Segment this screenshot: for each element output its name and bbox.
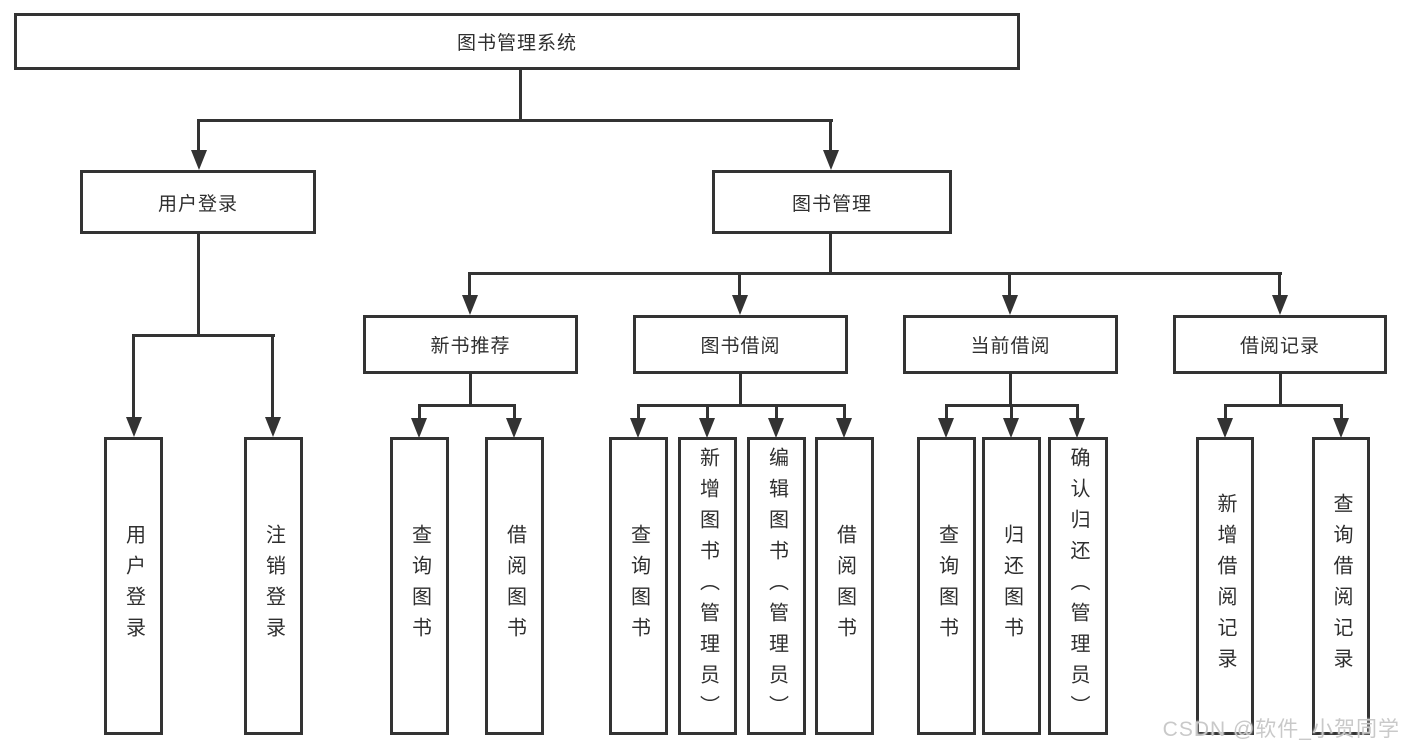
leaf-edit-book-admin: 编辑图书（管理员） <box>747 437 806 735</box>
leaf-query-book-borrow: 查询图书 <box>609 437 668 735</box>
connector-level1-branch <box>197 119 833 122</box>
node-current-borrow-label: 当前借阅 <box>970 336 1051 357</box>
connector-leaf <box>1010 404 1013 420</box>
connector-current-stem <box>1009 374 1012 407</box>
connector-record-branch <box>1224 404 1343 407</box>
leaf-borrow-book: 借阅图书 <box>815 437 874 735</box>
leaf-logout: 注销登录 <box>244 437 303 735</box>
leaf-add-borrow-record: 新增借阅记录 <box>1196 437 1254 735</box>
arrowhead-book-mgmt <box>823 150 839 170</box>
leaf-query-borrow-record-label: 查询借阅记录 <box>1330 493 1352 679</box>
connector-new-rec-stem <box>469 374 472 407</box>
arrowhead-leaf <box>1069 418 1085 438</box>
connector-record-stem <box>1279 374 1282 407</box>
node-new-book-recommend: 新书推荐 <box>363 315 578 374</box>
connector-leaf <box>706 404 709 420</box>
leaf-logout-label: 注销登录 <box>262 524 285 648</box>
leaf-borrow-book-recommend: 借阅图书 <box>485 437 544 735</box>
arrowhead-leaf-login <box>126 417 142 437</box>
arrowhead-leaf <box>411 418 427 438</box>
leaf-edit-book-admin-label: 编辑图书（管理员） <box>765 446 788 726</box>
arrowhead-leaf <box>836 418 852 438</box>
node-book-borrow-label: 图书借阅 <box>700 336 781 357</box>
arrowhead-leaf-logout <box>265 417 281 437</box>
leaf-return-book-label: 归还图书 <box>1000 524 1023 648</box>
connector-leaf <box>637 404 640 420</box>
arrowhead-leaf <box>938 418 954 438</box>
arrowhead-leaf <box>699 418 715 438</box>
connector-to-leaf-logout <box>271 334 274 418</box>
arrowhead-record <box>1272 295 1288 315</box>
leaf-add-borrow-record-label: 新增借阅记录 <box>1214 493 1236 679</box>
leaf-query-book-borrow-label: 查询图书 <box>627 524 650 648</box>
leaf-query-book-recommend-label: 查询图书 <box>408 524 431 648</box>
connector-level2-branch <box>468 272 1282 275</box>
connector-leaf <box>843 404 846 420</box>
arrowhead-leaf <box>630 418 646 438</box>
connector-to-book-mgmt <box>829 119 832 152</box>
leaf-query-book-current: 查询图书 <box>917 437 976 735</box>
connector-leaf <box>1076 404 1079 420</box>
leaf-return-book: 归还图书 <box>982 437 1041 735</box>
node-book-management: 图书管理 <box>712 170 952 234</box>
node-book-borrow: 图书借阅 <box>633 315 848 374</box>
node-library-system: 图书管理系统 <box>14 13 1020 70</box>
connector-to-leaf-login <box>132 334 135 418</box>
leaf-query-book-recommend: 查询图书 <box>390 437 449 735</box>
leaf-query-borrow-record: 查询借阅记录 <box>1312 437 1370 735</box>
leaf-query-book-current-label: 查询图书 <box>935 524 958 648</box>
node-borrow-record-label: 借阅记录 <box>1239 336 1320 357</box>
leaf-user-login: 用户登录 <box>104 437 163 735</box>
connector-user-login-stem <box>197 233 200 337</box>
connector-new-rec-branch <box>418 404 516 407</box>
connector-to-current <box>1008 272 1011 296</box>
arrowhead-leaf <box>1217 418 1233 438</box>
node-new-book-recommend-label: 新书推荐 <box>430 336 511 357</box>
node-user-login-label: 用户登录 <box>157 193 238 215</box>
connector-leaf <box>418 404 421 420</box>
leaf-borrow-book-recommend-label: 借阅图书 <box>503 524 526 648</box>
leaf-confirm-return-admin: 确认归还（管理员） <box>1048 437 1108 735</box>
connector-leaf <box>1224 404 1227 420</box>
connector-user-login-branch <box>132 334 275 337</box>
connector-borrow-stem <box>739 374 742 407</box>
connector-to-borrow <box>738 272 741 296</box>
connector-to-record <box>1278 272 1281 296</box>
arrowhead-leaf <box>1003 418 1019 438</box>
connector-leaf <box>513 404 516 420</box>
arrowhead-new-rec <box>462 295 478 315</box>
leaf-add-book-admin: 新增图书（管理员） <box>678 437 737 735</box>
connector-leaf <box>775 404 778 420</box>
connector-leaf <box>945 404 948 420</box>
node-borrow-record: 借阅记录 <box>1173 315 1387 374</box>
arrowhead-current <box>1002 295 1018 315</box>
connector-root-stem <box>519 70 522 122</box>
node-book-management-label: 图书管理 <box>791 193 872 215</box>
connector-borrow-branch <box>637 404 846 407</box>
csdn-watermark: CSDN @软件_小贺同学 <box>1162 718 1400 741</box>
connector-to-new-rec <box>468 272 471 296</box>
leaf-add-book-admin-label: 新增图书（管理员） <box>696 446 719 726</box>
arrowhead-leaf <box>506 418 522 438</box>
leaf-borrow-book-label: 借阅图书 <box>833 524 856 648</box>
connector-to-user-login <box>197 119 200 152</box>
node-user-login: 用户登录 <box>80 170 316 234</box>
leaf-user-login-label: 用户登录 <box>122 524 145 648</box>
node-current-borrow: 当前借阅 <box>903 315 1118 374</box>
arrowhead-leaf <box>1333 418 1349 438</box>
arrowhead-borrow <box>732 295 748 315</box>
connector-leaf <box>1340 404 1343 420</box>
leaf-confirm-return-admin-label: 确认归还（管理员） <box>1067 446 1089 726</box>
node-library-system-label: 图书管理系统 <box>456 33 577 54</box>
arrowhead-leaf <box>768 418 784 438</box>
connector-book-mgmt-stem <box>829 234 832 275</box>
arrowhead-user-login <box>191 150 207 170</box>
